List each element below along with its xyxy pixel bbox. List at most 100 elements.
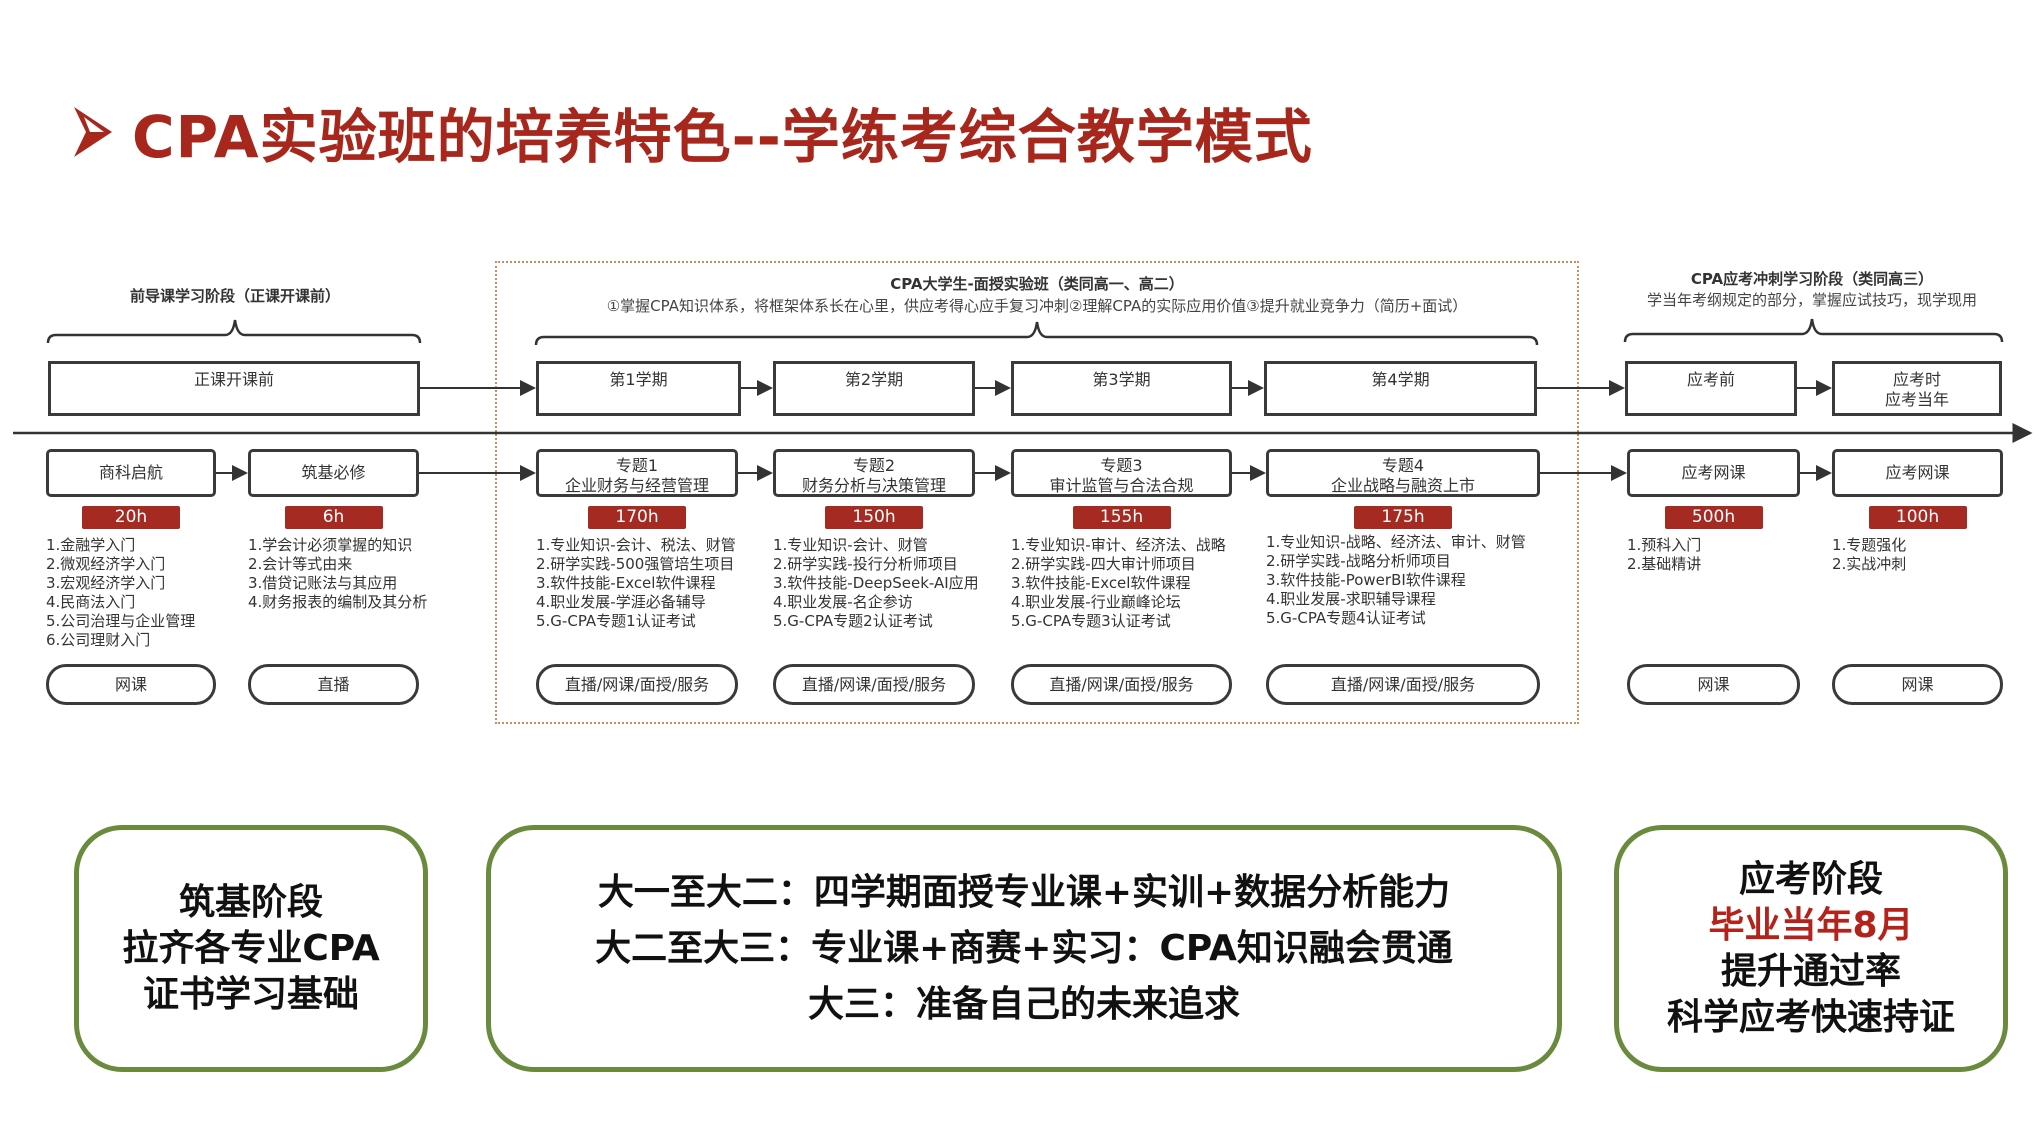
module-subtitle: 企业财务与经营管理 (564, 476, 709, 495)
delivery-mode-button[interactable]: 直播/网课/面授/服务 (1266, 664, 1540, 705)
topic-item: 4.职业发展-学涯必备辅导 (536, 593, 706, 611)
delivery-mode-button[interactable]: 网课 (1832, 664, 2003, 705)
hours-badge: 500h (1664, 506, 1763, 529)
topic-item: 3.借贷记账法与其应用 (248, 574, 398, 592)
pre-brace (46, 319, 422, 344)
title-text: CPA实验班的培养特色--学练考综合教学模式 (132, 103, 1313, 171)
period-pre-course: 正课开课前 (48, 361, 420, 416)
topic-item: 5.公司治理与企业管理 (46, 612, 196, 630)
delivery-mode-button[interactable]: 直播/网课/面授/服务 (773, 664, 975, 705)
module-title: 专题1 (615, 456, 659, 475)
topic-item: 2.基础精讲 (1627, 555, 1702, 573)
topic-item: 3.软件技能-DeepSeek-AI应用 (773, 574, 979, 592)
hours-badge: 6h (284, 506, 383, 529)
topic-item: 2.会计等式由来 (248, 555, 353, 573)
delivery-mode-button[interactable]: 直播 (248, 664, 419, 705)
mid-stage-subtitle: ①掌握CPA知识体系，将框架体系长在心里，供应考得心应手复习冲刺②理解CPA的实… (606, 297, 1468, 315)
topic-item: 2.研学实践-战略分析师项目 (1266, 552, 1451, 570)
mid-stage-heading: CPA大学生-面授实验班（类同高一、高二） (890, 275, 1184, 293)
module-title: 商科启航 (98, 463, 163, 482)
topic-item: 3.软件技能-PowerBI软件课程 (1266, 571, 1466, 589)
topic-item: 3.软件技能-Excel软件课程 (536, 574, 716, 592)
card-line-highlight: 毕业当年8月 (1708, 904, 1914, 946)
connectors (13, 318, 2033, 481)
slide-title: CPA实验班的培养特色--学练考综合教学模式 (72, 92, 1313, 172)
university-stage-card: 大一至大二：四学期面授专业课+实训+数据分析能力 大二至大三：专业课+商赛+实习… (486, 825, 1562, 1072)
module-title: 应考网课 (1681, 463, 1746, 482)
face-to-face-class-region (495, 261, 1579, 724)
topic-item: 5.G-CPA专题2认证考试 (773, 612, 933, 630)
exam-stage-subtitle: 学当年考纲规定的部分，掌握应试技巧，现学现用 (1646, 291, 1978, 309)
exam-stage-card: 应考阶段 毕业当年8月 提升通过率 科学应考快速持证 (1614, 825, 2008, 1072)
topic-item: 2.研学实践-投行分析师项目 (773, 555, 958, 573)
period-before-exam: 应考前 (1625, 361, 1797, 416)
card-line: 科学应考快速持证 (1666, 996, 1955, 1038)
topic-item: 3.软件技能-Excel软件课程 (1011, 574, 1191, 592)
card-line: 大三：准备自己的未来追求 (807, 983, 1240, 1025)
arrow-bullet-icon (74, 107, 112, 157)
period-semester-3: 第3学期 (1011, 361, 1232, 416)
topic-item: 3.宏观经济学入门 (46, 574, 166, 592)
module-title: 专题2 (852, 456, 896, 475)
topic-item: 2.研学实践-四大审计师项目 (1011, 555, 1196, 573)
period-semester-4: 第4学期 (1264, 361, 1537, 416)
module-title: 专题4 (1381, 456, 1425, 475)
hours-badge: 170h (588, 506, 686, 529)
module-title: 应考网课 (1885, 463, 1950, 482)
topic-item: 1.金融学入门 (46, 536, 136, 554)
hours-badge: 20h (82, 506, 180, 529)
flow-arrows (216, 380, 1832, 481)
hours-badge: 175h (1354, 506, 1452, 529)
module-subtitle: 审计监管与合法合规 (1049, 476, 1194, 495)
topic-item: 6.公司理财入门 (46, 631, 151, 649)
topic-item: 2.微观经济学入门 (46, 555, 166, 573)
card-line: 提升通过率 (1720, 950, 1901, 992)
card-line: 筑基阶段 (178, 881, 323, 923)
delivery-mode-button[interactable]: 网课 (1627, 664, 1800, 705)
exam-brace (1623, 318, 2004, 343)
delivery-mode-button[interactable]: 直播/网课/面授/服务 (536, 664, 738, 705)
topic-item: 4.职业发展-求职辅导课程 (1266, 590, 1436, 608)
module-subtitle: 企业战略与融资上市 (1330, 476, 1475, 495)
module-subtitle: 财务分析与决策管理 (801, 476, 946, 495)
module-box: 商科启航 (46, 449, 216, 497)
hours-badge: 150h (825, 506, 923, 529)
period-semester-1: 第1学期 (536, 361, 741, 416)
module-box: 应考网课 (1627, 449, 1800, 497)
topic-item: 1.学会计必须掌握的知识 (248, 536, 413, 554)
period-exam-line2: 应考当年 (1884, 390, 1949, 409)
period-exam-year: 应考时 应考当年 (1832, 361, 2002, 416)
topic-item: 4.职业发展-行业巅峰论坛 (1011, 593, 1181, 611)
topic-item: 1.专业知识-战略、经济法、审计、财管 (1266, 533, 1526, 551)
delivery-mode-button[interactable]: 直播/网课/面授/服务 (1011, 664, 1232, 705)
module-box: 筑基必修 (248, 449, 419, 497)
pre-stage-heading: 前导课学习阶段（正课开课前） (129, 287, 341, 305)
delivery-mode-button[interactable]: 网课 (46, 664, 216, 705)
topic-item: 4.职业发展-名企参访 (773, 593, 913, 611)
topic-item: 1.专题强化 (1832, 536, 1907, 554)
topic-item: 2.实战冲刺 (1832, 555, 1907, 573)
period-semester-2: 第2学期 (773, 361, 975, 416)
topic-item: 1.专业知识-会计、税法、财管 (536, 536, 736, 554)
card-line: 拉齐各专业CPA (122, 927, 380, 969)
card-line: 应考阶段 (1738, 858, 1883, 900)
card-line: 大一至大二：四学期面授专业课+实训+数据分析能力 (597, 871, 1451, 913)
topic-item: 5.G-CPA专题3认证考试 (1011, 612, 1171, 630)
mid-brace (534, 321, 1539, 346)
period-exam-line1: 应考时 (1892, 370, 1941, 389)
hours-badge: 100h (1868, 506, 1967, 529)
module-title: 筑基必修 (301, 463, 366, 482)
card-line: 大二至大三：专业课+商赛+实习：CPA知识融会贯通 (595, 927, 1453, 969)
topic-item: 4.民商法入门 (46, 593, 136, 611)
